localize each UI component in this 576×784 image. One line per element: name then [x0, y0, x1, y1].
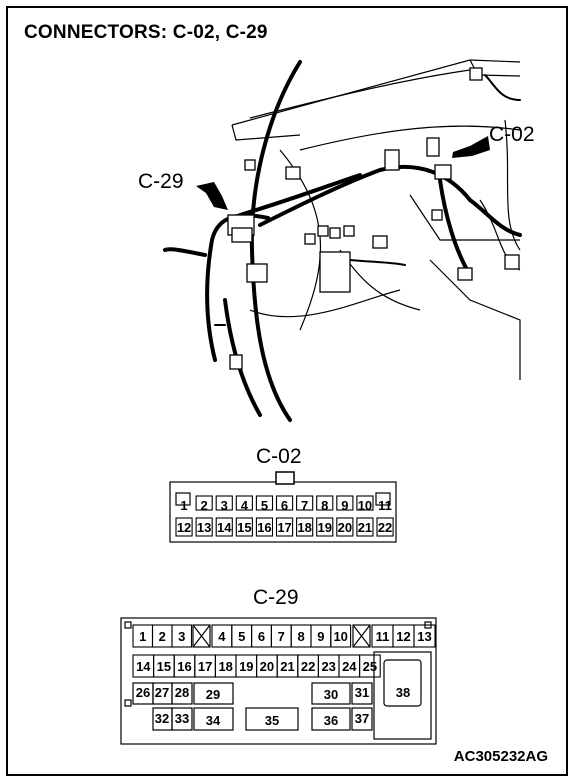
diagram-title: CONNECTORS: C-02, C-29: [24, 22, 268, 43]
connector-c29-label: C-29: [253, 586, 299, 609]
callout-c02: C-02: [489, 123, 535, 146]
c29-arrow: [196, 182, 228, 210]
connector-c02-label: C-02: [256, 445, 302, 468]
c02-arrow: [452, 136, 490, 158]
diagram-frame: [6, 6, 568, 776]
figure-code: AC305232AG: [453, 748, 548, 765]
callout-c29: C-29: [138, 170, 184, 193]
harness-illustration: [163, 59, 522, 422]
